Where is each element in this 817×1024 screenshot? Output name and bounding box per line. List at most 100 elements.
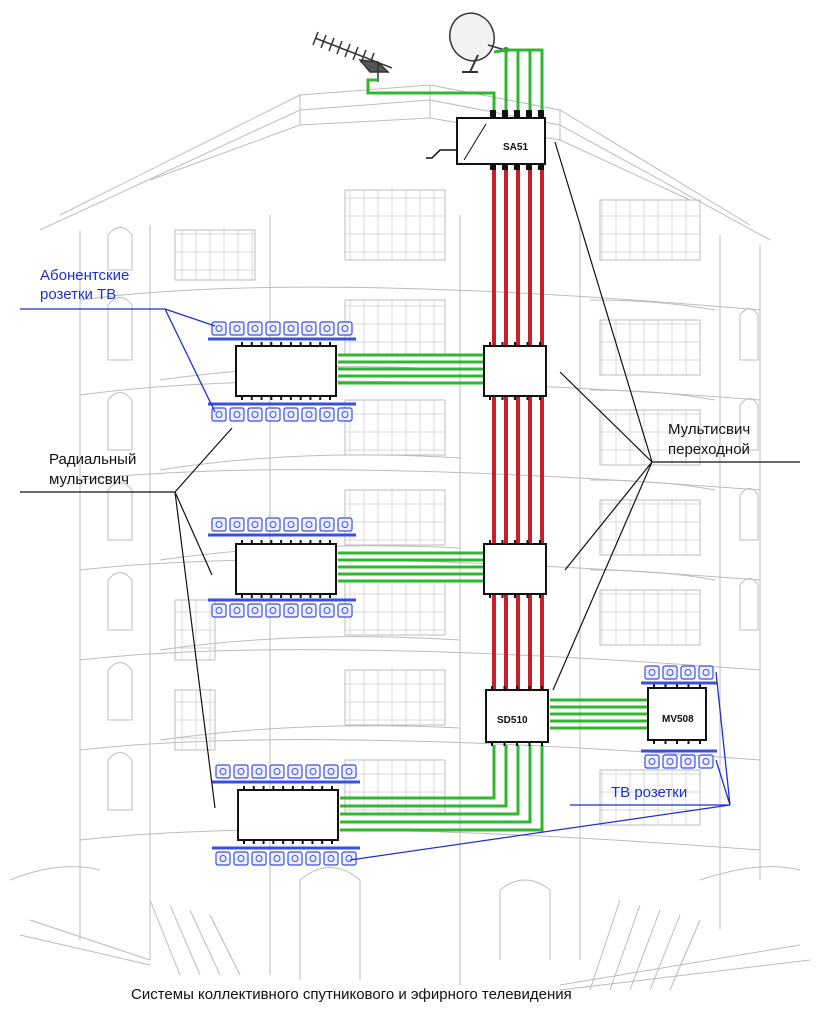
floor1-top-outlets-outlet-socket-3: [251, 325, 259, 332]
floor2-bottom-outlets-outlet-socket-6: [305, 607, 313, 614]
floor1-top-outlets-outlet-1: [211, 321, 227, 336]
terminal-multiswitch-label: SD510: [497, 715, 528, 726]
floor3-top-outlets-outlet-socket-7: [327, 768, 335, 775]
mv508-bottom-outlets-outlet-socket-3: [684, 758, 692, 765]
floor3-top-outlets-outlet-6: [305, 764, 321, 779]
bottom-link-2: [340, 745, 508, 808]
terrestrial-antenna-icon: [312, 31, 393, 82]
floor3-top-outlets-outlet-7: [323, 764, 339, 779]
floor3-top-outlets: [212, 764, 360, 784]
amplifier-input-port-4: [526, 110, 532, 118]
power-cord-icon: [426, 149, 457, 159]
label-subscriber-outlets: Абонентские розетки ТВ: [40, 267, 129, 303]
floor3-bottom-outlets-outlet-socket-3: [255, 855, 263, 862]
floor2-top-outlets-outlet-socket-4: [269, 521, 277, 528]
floor2-bottom-outlets-outlet-6: [301, 603, 317, 618]
amplifier-label: SA51: [503, 142, 528, 153]
floor2-bottom-outlets-outlet-7: [319, 603, 335, 618]
mv508-bottom-outlets-outlet-3: [680, 754, 696, 769]
bottom-link-5: [340, 745, 544, 832]
amplifier-output-port-1: [490, 164, 496, 170]
floor3-bottom-outlets-outlet-8: [341, 851, 357, 866]
floor2-top-outlets-outlet-1: [211, 517, 227, 532]
mv508-top-outlets-outlet-socket-3: [684, 669, 692, 676]
floor3-top-outlets-outlet-5: [287, 764, 303, 779]
floor1-bottom-outlets-outlet-socket-1: [215, 411, 223, 418]
label-transit-multiswitch: Мультисвич переходной: [668, 421, 750, 458]
lnb-cable-0: [493, 48, 507, 54]
floor3-top-outlets-outlet-1: [215, 764, 231, 779]
floor1-bottom-outlets-outlet-socket-6: [305, 411, 313, 418]
floor3-bottom-outlets-outlet-2: [233, 851, 249, 866]
floor2-bottom-outlets-outlet-socket-7: [323, 607, 331, 614]
bottom-link-4: [340, 745, 532, 824]
floor3-bottom-outlets: [212, 846, 360, 866]
mv508-top-outlets-outlet-socket-1: [648, 669, 656, 676]
floor1-top-outlets-outlet-8: [337, 321, 353, 336]
radial-multiswitch-1-body: [235, 345, 337, 397]
floor2-top-outlets-outlet-socket-2: [233, 521, 241, 528]
floor1-bottom-outlets-outlet-8: [337, 407, 353, 422]
mv508-top-outlets-outlet-1: [644, 665, 660, 680]
floor2-top-outlets-outlet-4: [265, 517, 281, 532]
floor3-bottom-outlets-outlet-socket-6: [309, 855, 317, 862]
terminal-multiswitch-device: [485, 686, 549, 746]
mv508-bottom-outlets-outlet-4: [698, 754, 714, 769]
floor3-top-outlets-outlet-socket-5: [291, 768, 299, 775]
amplifier-device: [426, 110, 546, 170]
transit-multiswitch-2: [483, 540, 547, 598]
label-tv-outlets: ТВ розетки: [611, 784, 687, 801]
transit-multiswitch-2-body: [483, 543, 547, 595]
floor3-top-outlets-outlet-socket-4: [273, 768, 281, 775]
floor3-bottom-outlets-outlet-1: [215, 851, 231, 866]
floor2-bottom-outlets-outlet-socket-5: [287, 607, 295, 614]
floor2-bottom-outlets-outlet-5: [283, 603, 299, 618]
floor1-top-outlets-outlet-6: [301, 321, 317, 336]
amplifier-output-port-2: [502, 164, 508, 170]
floor2-top-outlets-outlet-socket-8: [341, 521, 349, 528]
floor1-top-outlets: [208, 321, 356, 341]
building-sketch: [9, 84, 811, 991]
floor1-bottom-outlets-outlet-5: [283, 407, 299, 422]
floor3-bottom-outlets-outlet-socket-1: [219, 855, 227, 862]
mv508-bottom-outlets-outlet-socket-2: [666, 758, 674, 765]
floor2-top-outlets-outlet-socket-3: [251, 521, 259, 528]
floor2-bottom-outlets-outlet-socket-4: [269, 607, 277, 614]
floor1-top-outlets-outlet-4: [265, 321, 281, 336]
floor1-top-outlets-outlet-3: [247, 321, 263, 336]
floor1-top-outlets-outlet-7: [319, 321, 335, 336]
floor2-bottom-outlets-outlet-4: [265, 603, 281, 618]
floor2-top-outlets-outlet-5: [283, 517, 299, 532]
floor2-top-outlets-outlet-socket-7: [323, 521, 331, 528]
outlet-rows: [208, 321, 717, 866]
small-multiswitch-label: MV508: [662, 714, 694, 725]
floor2-bottom-outlets-outlet-socket-3: [251, 607, 259, 614]
floor3-bottom-outlets-outlet-5: [287, 851, 303, 866]
floor1-top-outlets-outlet-socket-5: [287, 325, 295, 332]
mv508-top-outlets-outlet-3: [680, 665, 696, 680]
floor2-top-outlets-outlet-6: [301, 517, 317, 532]
mv508-bottom-outlets-outlet-socket-4: [702, 758, 710, 765]
floor3-top-outlets-outlet-4: [269, 764, 285, 779]
floor1-bottom-outlets-outlet-4: [265, 407, 281, 422]
label-transit-multiswitch-line1: Мультисвич: [668, 421, 750, 438]
floor2-bottom-outlets-outlet-socket-2: [233, 607, 241, 614]
amplifier-device-body: [456, 117, 546, 165]
amplifier-input-port-3: [514, 110, 520, 118]
mv508-top-outlets: [641, 665, 717, 685]
floor1-bottom-outlets-outlet-3: [247, 407, 263, 422]
floor1-top-outlets-outlet-2: [229, 321, 245, 336]
label-transit-multiswitch-line2: переходной: [668, 441, 750, 458]
mv508-bottom-outlets-outlet-socket-1: [648, 758, 656, 765]
floor3-bottom-outlets-outlet-socket-7: [327, 855, 335, 862]
mv508-top-outlets-outlet-2: [662, 665, 678, 680]
amplifier-output-port-3: [514, 164, 520, 170]
devices: [235, 110, 707, 844]
mv508-top-outlets-outlet-socket-4: [702, 669, 710, 676]
terrestrial-feed-cable: [366, 78, 496, 110]
floor3-top-outlets-outlet-2: [233, 764, 249, 779]
floor3-bottom-outlets-outlet-7: [323, 851, 339, 866]
floor1-top-outlets-outlet-socket-4: [269, 325, 277, 332]
mv508-top-outlets-outlet-4: [698, 665, 714, 680]
